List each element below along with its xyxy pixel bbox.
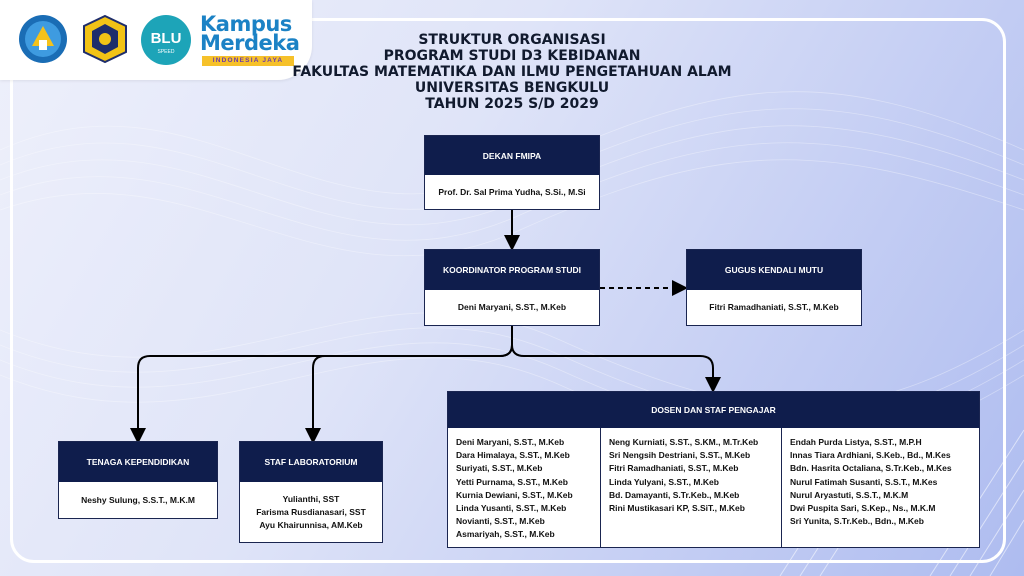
title-line-5: TAHUN 2025 S/D 2029 [425, 96, 599, 112]
title-line-1: STRUKTUR ORGANISASI [418, 32, 606, 48]
kampus-merdeka-line2: Merdeka [200, 31, 300, 55]
tendik-name: Neshy Sulung, S.S.T., M.K.M [81, 494, 195, 505]
dosen-member: Nurul Aryastuti, S.S.T., M.K.M [790, 489, 909, 500]
content-frame [10, 18, 1006, 563]
dosen-column-3: Endah Purda Listya, S.ST., M.P.H Innas T… [782, 428, 979, 547]
dosen-member: Kurnia Dewiani, S.ST., M.Keb [456, 489, 573, 500]
koordinator-name: Deni Maryani, S.ST., M.Keb [457, 302, 567, 312]
dosen-member: Deni Maryani, S.ST., M.Keb [456, 437, 565, 447]
gugus-name: Fitri Ramadhaniati, S.ST., M.Keb [709, 302, 839, 312]
lab-role: STAF LABORATORIUM [240, 442, 382, 482]
dosen-member: Sri Nengsih Destriani, S.ST., M.Keb [609, 450, 751, 461]
dosen-member: Fitri Ramadhaniati, S.ST., M.Keb [609, 463, 739, 474]
kampus-merdeka-tag: INDONESIA JAYA [202, 56, 294, 66]
dosen-column-2: Neng Kurniati, S.ST., S.KM., M.Tr.Keb Sr… [601, 428, 782, 547]
dosen-role: DOSEN DAN STAF PENGAJAR [448, 392, 979, 428]
tut-wuri-handayani-logo [19, 15, 67, 63]
dosen-member: Yetti Purnama, S.ST., M.Keb [456, 476, 568, 487]
dekan-role: DEKAN FMIPA [425, 136, 599, 175]
dekan-name: Prof. Dr. Sal Prima Yudha, S.Si., M.Si [438, 186, 586, 197]
lab-member: Ayu Khairunnisa, AM.Keb [259, 519, 363, 530]
dosen-member: Novianti, S.ST., M.Keb [456, 516, 545, 527]
koordinator-box: KOORDINATOR PROGRAM STUDI Deni Maryani, … [424, 249, 600, 326]
dosen-member: Linda Yusanti, S.ST., M.Keb [456, 503, 567, 514]
gugus-box: GUGUS KENDALI MUTU Fitri Ramadhaniati, S… [686, 249, 862, 326]
dosen-member: Sri Yunita, S.Tr.Keb., Bdn., M.Keb [790, 516, 924, 527]
dosen-member: Endah Purda Listya, S.ST., M.P.H [790, 437, 922, 447]
logo-bar: BLU SPEED Kampus Merdeka INDONESIA JAYA [0, 0, 312, 80]
dosen-member: Asmariyah, S.ST., M.Keb [456, 529, 555, 540]
title-line-4: UNIVERSITAS BENGKULU [414, 80, 610, 96]
lab-member: Yulianthi, SST [282, 493, 340, 504]
dosen-column-1: Deni Maryani, S.ST., M.Keb Dara Himalaya… [448, 428, 601, 547]
svg-text:BLU: BLU [151, 30, 182, 47]
universitas-bengkulu-logo [83, 14, 127, 64]
dosen-box: DOSEN DAN STAF PENGAJAR Deni Maryani, S.… [447, 391, 980, 548]
dosen-member: Innas Tiara Ardhiani, S.Keb., Bd., M.Kes [790, 450, 951, 461]
chart-title: STRUKTUR ORGANISASI PROGRAM STUDI D3 KEB… [262, 32, 762, 112]
tendik-role: TENAGA KEPENDIDIKAN [59, 442, 217, 482]
dekan-box: DEKAN FMIPA Prof. Dr. Sal Prima Yudha, S… [424, 135, 600, 210]
koordinator-role: KOORDINATOR PROGRAM STUDI [425, 250, 599, 290]
dosen-member: Dara Himalaya, S.ST., M.Keb [456, 450, 570, 461]
dosen-member: Dwi Puspita Sari, S.Kep., Ns., M.K.M [790, 503, 936, 514]
blu-speed-logo: BLU SPEED [141, 15, 191, 65]
dosen-member: Suriyati, S.ST., M.Keb [456, 463, 543, 474]
dosen-member: Nurul Fatimah Susanti, S.S.T., M.Kes [790, 476, 938, 487]
title-line-3: FAKULTAS MATEMATIKA DAN ILMU PENGETAHUAN… [292, 64, 732, 80]
tendik-box: TENAGA KEPENDIDIKAN Neshy Sulung, S.S.T.… [58, 441, 218, 519]
lab-member: Farisma Rusdianasari, SST [256, 506, 366, 517]
svg-text:SPEED: SPEED [158, 49, 175, 55]
dosen-member: Bdn. Hasrita Octaliana, S.Tr.Keb., M.Kes [790, 463, 952, 474]
title-line-2: PROGRAM STUDI D3 KEBIDANAN [383, 48, 641, 64]
gugus-role: GUGUS KENDALI MUTU [687, 250, 861, 290]
dosen-member: Linda Yulyani, S.ST., M.Keb [609, 476, 719, 487]
kampus-merdeka-line1: Kampus [200, 12, 292, 36]
dosen-member: Bd. Damayanti, S.Tr.Keb., M.Keb [609, 489, 740, 500]
lab-names: Yulianthi, SST Farisma Rusdianasari, SST… [240, 482, 382, 542]
lab-box: STAF LABORATORIUM Yulianthi, SST Farisma… [239, 441, 383, 543]
kampus-merdeka-logo: Kampus Merdeka INDONESIA JAYA [200, 12, 300, 68]
dosen-member: Rini Mustikasari KP, S.SiT., M.Keb [609, 503, 745, 514]
dosen-member: Neng Kurniati, S.ST., S.KM., M.Tr.Keb [609, 437, 759, 447]
